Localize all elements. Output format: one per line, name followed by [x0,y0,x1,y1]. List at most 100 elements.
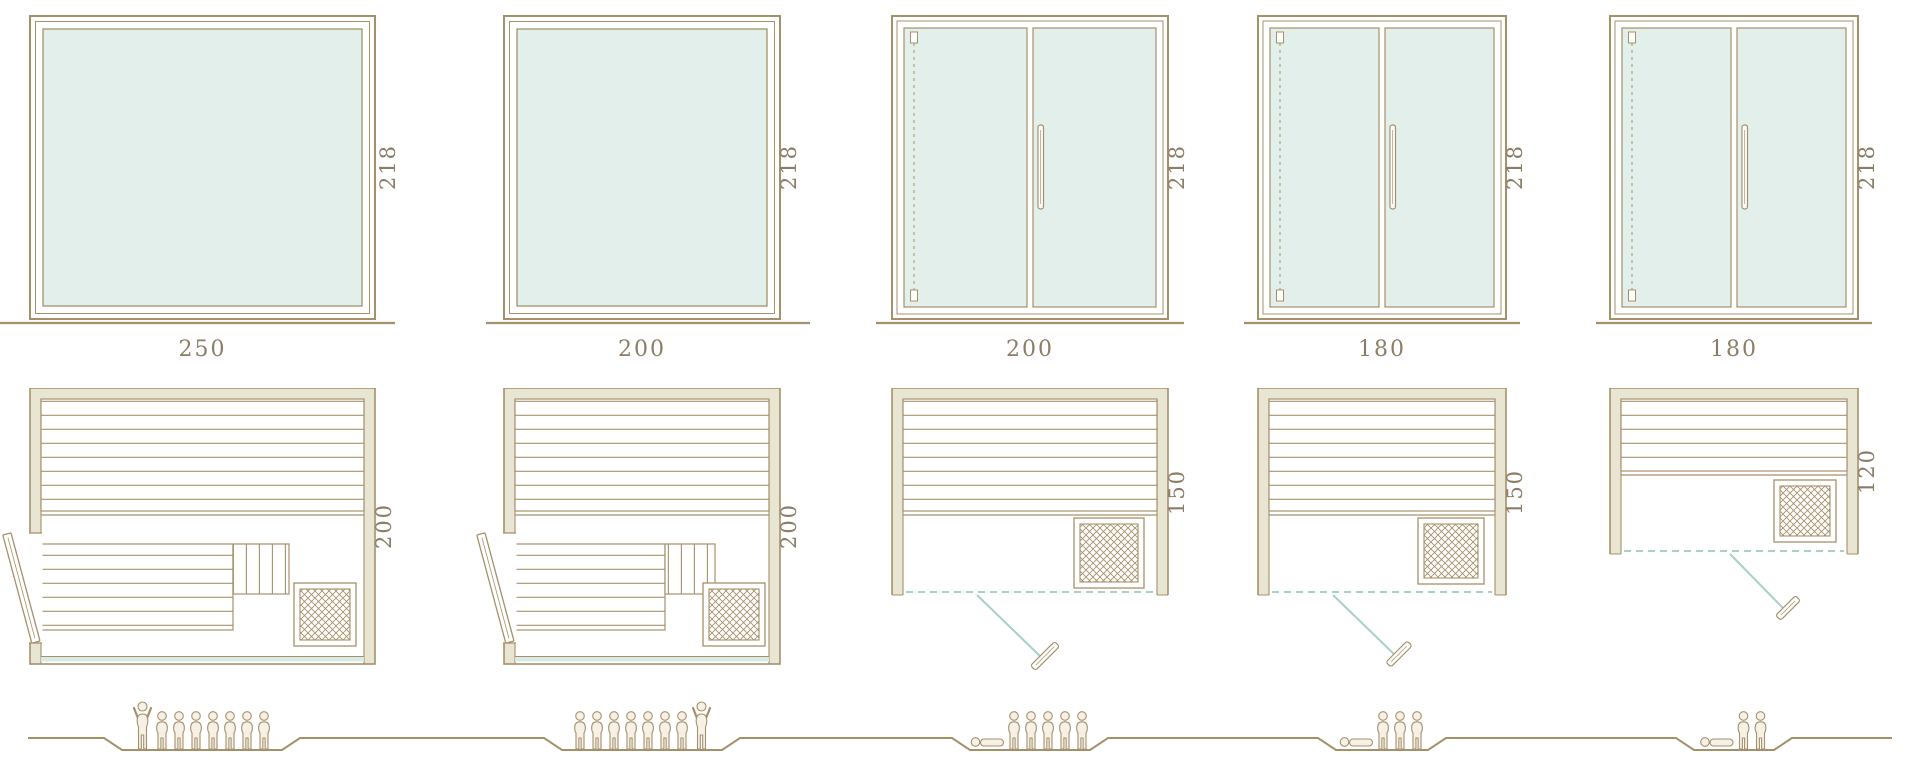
person-icon [659,711,671,749]
reclining-person-icon [1700,737,1734,747]
open-door-leaf [476,532,515,644]
heater [293,582,357,647]
heater [702,582,766,647]
height-dimension-label: 218 [1855,144,1879,190]
door-leaf-right [1384,27,1495,308]
front-elevation-drawing: 218 [1596,15,1879,325]
person-icon [156,711,168,749]
lower-bench [40,543,234,631]
bench-step [232,543,290,595]
open-door-leaf [2,532,41,644]
height-dimension-label: 218 [777,144,801,190]
person-icon [258,711,270,749]
upper-bench [902,398,1158,516]
floor-plan-drawing: 150 [891,388,1189,671]
person-icon [642,711,654,749]
people-groups [132,701,1767,749]
bench-step [664,543,716,595]
open-door-leaf [1386,641,1412,667]
glass-front-band [515,655,769,662]
width-dimension-label: 180 [1710,337,1758,362]
hinge-top-icon [1628,31,1636,44]
person-icon [190,711,202,749]
height-dimension-label: 218 [1503,144,1527,190]
door-leaf-right [1736,27,1847,308]
depth-dimension-label: 200 [777,503,801,549]
heater [1773,479,1837,543]
glass-panel [516,28,768,307]
door-handle [1741,124,1749,210]
floor-plan-drawing: 200 [476,388,801,665]
upper-bench [40,398,365,516]
person-icon [173,711,185,749]
front-elevation-drawing: 218 [1244,15,1527,325]
person-icon [625,711,637,749]
glass-panel [42,28,363,307]
width-dimension-label: 200 [618,337,666,362]
person-icon [207,711,219,749]
person-icon [1008,711,1020,749]
depth-dimension-label: 150 [1165,469,1189,515]
hinge-bottom-icon [1628,289,1636,302]
person-icon [1059,711,1071,749]
ground-line [28,737,1892,751]
width-dimension-label: 180 [1358,337,1406,362]
person-icon [1754,711,1767,749]
reclining-person-icon [1339,737,1374,747]
person-icon [1737,711,1750,749]
person-icon [574,711,586,749]
door-swing-line [1332,594,1397,657]
person-icon [241,711,253,749]
front-elevation-drawing: 218 [0,15,400,325]
heater [1417,517,1485,585]
height-dimension-label: 218 [1165,144,1189,190]
open-door-leaf [1776,596,1800,620]
width-dimension-label: 250 [178,337,227,362]
person-icon [1377,711,1389,749]
door-leaf-left [1269,27,1380,308]
person-icon [591,711,603,749]
capacity-row [28,701,1892,751]
hinge-top-icon [1276,31,1284,44]
variant-column-4: 218 180 [1228,0,1556,770]
glass-front-band [41,655,364,662]
door-leaf-left [1621,27,1732,308]
depth-dimension-label: 150 [1503,469,1527,515]
upper-bench [514,398,770,516]
front-elevation-drawing: 218 [876,15,1189,325]
variant-column-3: 218 200 [862,0,1218,770]
standing-adult-icon [691,701,712,749]
heater [1073,517,1145,589]
reclining-person-icon [970,737,1005,747]
variant-column-1: 218 250 [0,0,425,770]
person-icon [1411,711,1423,749]
person-icon [1025,711,1037,749]
depth-dimension-label: 200 [372,503,396,549]
floor-plan-drawing: 120 [1609,388,1879,620]
open-door-leaf [1030,641,1060,671]
upper-bench [1268,398,1496,516]
door-swing-line [1729,553,1786,611]
standing-adult-icon [132,701,153,749]
door-swing-line [976,594,1043,659]
door-leaf-left [903,27,1028,308]
person-icon [1394,711,1406,749]
floor-plan-drawing: 200 [2,388,396,665]
front-elevation-drawing: 218 [486,15,810,325]
hinge-bottom-icon [1276,289,1284,302]
hinge-bottom-icon [910,289,918,302]
depth-dimension-label: 120 [1855,448,1879,494]
width-dimension-label: 200 [1006,337,1054,362]
hinge-top-icon [910,31,918,44]
lower-bench [514,543,666,631]
person-icon [224,711,236,749]
height-dimension-label: 218 [376,144,400,190]
door-leaf-right [1032,27,1157,308]
upper-bench [1620,398,1848,476]
door-handle [1389,124,1397,210]
person-icon [676,711,688,749]
person-icon [1042,711,1054,749]
person-icon [1076,711,1088,749]
variant-column-2: 218 200 [474,0,830,770]
